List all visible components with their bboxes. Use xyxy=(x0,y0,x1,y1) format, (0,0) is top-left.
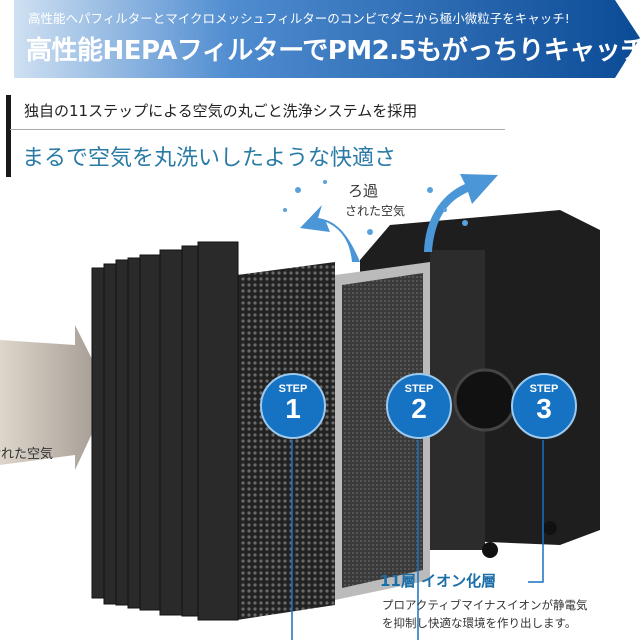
filtered-air-arrow-right xyxy=(424,174,498,252)
banner-background xyxy=(14,0,640,78)
accent-bar xyxy=(6,95,11,177)
filtered-air-label: ろ過 xyxy=(348,182,379,200)
filtered-air-arrow-left xyxy=(300,205,360,262)
headline: まるで空気を丸洗いしたような快適さ xyxy=(22,146,397,171)
dirty-air-label: 汚れた空気 xyxy=(0,447,54,462)
banner-subtitle: 高性能ヘパフィルターとマイクロメッシュフィルターのコンビでダニから極小微粒子をキ… xyxy=(28,11,570,26)
lead-text: 独自の11ステップによる空気の丸ごと洗浄システムを採用 xyxy=(24,102,418,120)
layer-title: 11層 イオン化層 xyxy=(380,572,497,590)
layer-description-1: プロアクティブマイナスイオンが静電気 xyxy=(382,598,588,612)
pre-filter xyxy=(91,241,239,621)
layer-description-2: を抑制し快適な環境を作り出します。 xyxy=(382,616,577,630)
mesh-filter xyxy=(237,262,335,620)
divider xyxy=(10,129,505,130)
fan xyxy=(453,368,517,432)
filtered-air-sublabel: された空気 xyxy=(345,204,406,218)
banner-title: 高性能HEPAフィルターでPM2.5もがっちりキャッチ xyxy=(26,36,640,66)
dirty-air-arrow xyxy=(0,325,110,470)
